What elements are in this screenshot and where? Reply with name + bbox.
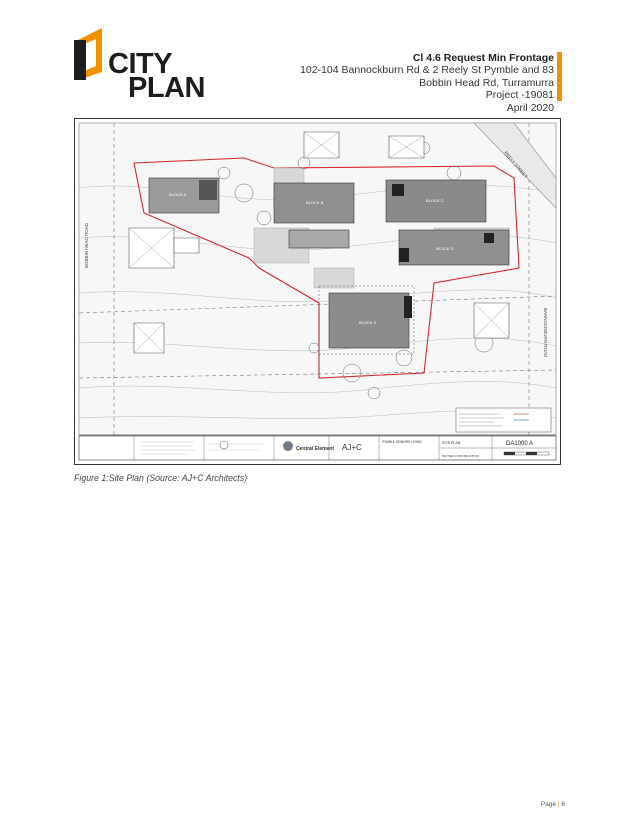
drawing-legend xyxy=(455,407,552,433)
svg-text:Central Element: Central Element xyxy=(296,446,334,452)
block-a: BLOCK A xyxy=(148,177,220,214)
site-plan-drawing: REELY STREET BOBBIN HEAD ROAD BANNOCKBUR… xyxy=(74,118,561,465)
header-address-line-1: 102-104 Bannockburn Rd & 2 Reely St Pymb… xyxy=(300,64,554,77)
svg-text:DA1000 A: DA1000 A xyxy=(506,441,533,447)
header-project-number: Project -19081 xyxy=(485,89,554,102)
svg-text:BLOCK B: BLOCK B xyxy=(306,200,324,205)
header-title: Cl 4.6 Request Min Frontage xyxy=(412,52,554,64)
document-header: Cl 4.6 Request Min Frontage 102-104 Bann… xyxy=(300,52,554,114)
block-b: BLOCK B xyxy=(273,182,355,249)
svg-text:BLOCK A: BLOCK A xyxy=(169,192,186,197)
svg-text:AJ+C: AJ+C xyxy=(342,443,362,452)
svg-text:BLOCK D: BLOCK D xyxy=(436,246,454,251)
logo-word-plan: PLAN xyxy=(128,72,205,104)
road-label-bobbin-head: BOBBIN HEAD ROAD xyxy=(84,222,89,268)
logo-word-city: CITY xyxy=(108,48,173,80)
svg-text:PYMBLE SENIORS LIVING: PYMBLE SENIORS LIVING xyxy=(382,440,422,444)
city-plan-logo: CITY PLAN xyxy=(72,22,217,104)
site-boundary xyxy=(133,157,520,379)
figure-caption: Figure 1:Site Plan (Source: AJ+C Archite… xyxy=(74,473,248,483)
road-label-bannockburn: BANNOCKBURN ROAD xyxy=(543,308,548,358)
header-accent-bar xyxy=(557,52,562,101)
page-separator: | xyxy=(557,801,560,808)
svg-text:BLOCK E: BLOCK E xyxy=(359,320,377,325)
header-date: April 2020 xyxy=(506,101,554,114)
drawing-title-block: Central Element AJ+C PYMBLE SENIORS LIVI… xyxy=(78,434,557,461)
svg-text:SITE PLAN: SITE PLAN xyxy=(442,441,461,445)
block-d: BLOCK D xyxy=(398,229,510,266)
page-footer: Page | 6 xyxy=(541,801,565,808)
city-plan-logo-mark xyxy=(74,28,102,80)
page-number: 6 xyxy=(561,801,565,808)
site-plan-figure: REELY STREET BOBBIN HEAD ROAD BANNOCKBUR… xyxy=(74,118,561,465)
header-address-line-2: Bobbin Head Rd, Turramurra xyxy=(419,76,554,89)
block-c: BLOCK C xyxy=(385,179,487,223)
svg-text:PETTER CONSTRUCTION: PETTER CONSTRUCTION xyxy=(442,454,479,458)
block-e: BLOCK E xyxy=(318,285,415,355)
page-label: Page xyxy=(540,801,557,808)
svg-text:BLOCK C: BLOCK C xyxy=(426,198,444,203)
